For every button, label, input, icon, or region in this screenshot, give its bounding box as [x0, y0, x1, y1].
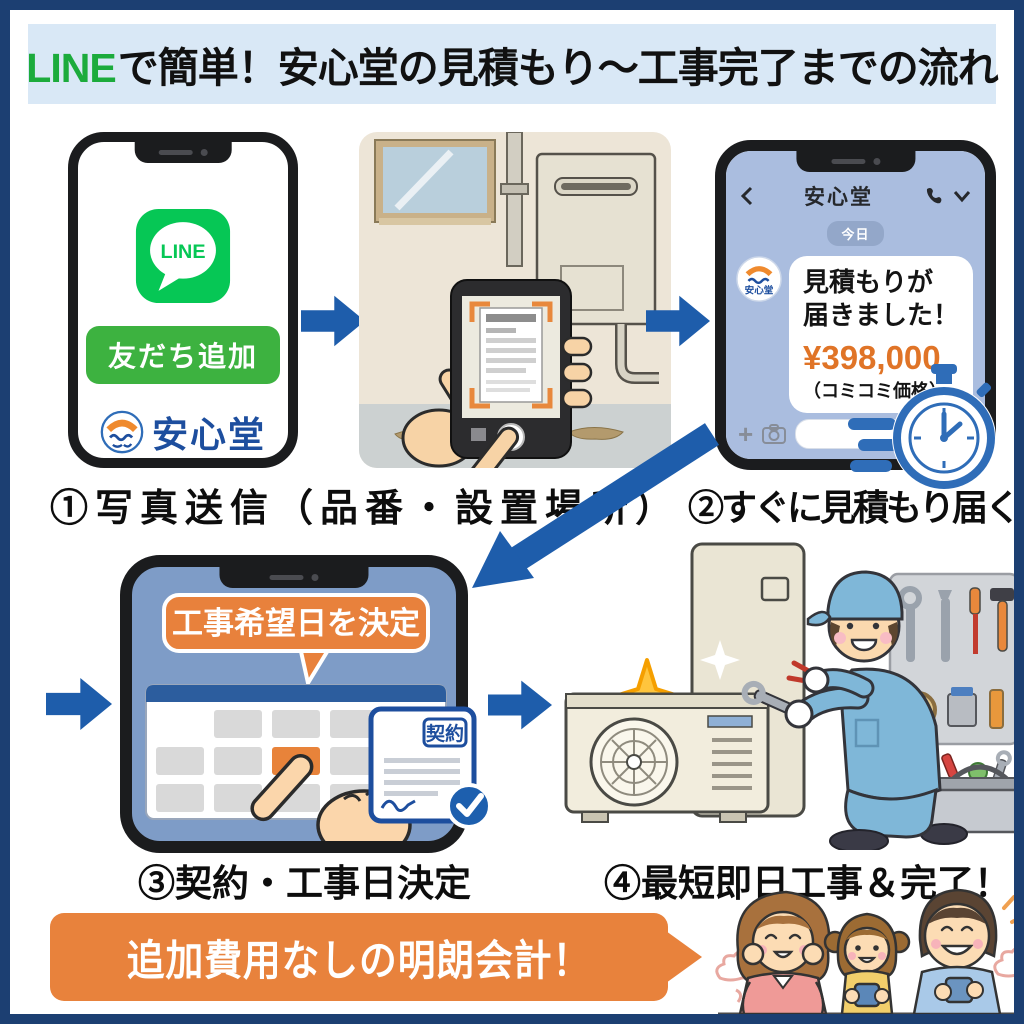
ac-outdoor-unit — [564, 692, 770, 823]
page-title: LINEで簡単！安心堂の見積もり〜工事完了までの流れ — [26, 34, 999, 94]
phone-call-icon — [926, 187, 942, 204]
date-speech-bubble: 工事希望日を決定 — [162, 593, 430, 689]
signature — [380, 799, 416, 812]
joy-dashes — [1002, 895, 1014, 924]
contract-card: 契約 — [368, 706, 492, 829]
svg-text:LINE: LINE — [161, 241, 206, 263]
wall-pipe — [500, 132, 529, 267]
no-extra-cost-banner: 追加費用なしの明朗会計！ — [50, 913, 668, 1001]
message-line2: 届きました！ — [803, 299, 960, 330]
worker-figure — [741, 570, 968, 850]
installation-scene — [564, 542, 1014, 850]
happy-family-scene — [715, 888, 1014, 1014]
tool-board — [888, 572, 1014, 746]
price-note: （コミコミ価格） — [803, 381, 947, 402]
check-icon — [446, 783, 492, 829]
arrow-diagonal-icon — [472, 423, 720, 588]
estimate-price: ¥398,000 — [803, 339, 941, 376]
brand-logo: 安心堂 — [100, 406, 266, 458]
phone-notch — [795, 151, 916, 172]
title-rest: で簡単！安心堂の見積もり〜工事完了までの流れ — [117, 45, 999, 91]
arrow-step4-icon — [488, 680, 552, 730]
line-app-icon: LINE — [135, 208, 231, 304]
stopwatch-icon — [848, 364, 996, 490]
phone-notch — [219, 567, 369, 588]
banner-text: 追加費用なしの明朗会計！ — [126, 936, 592, 984]
title-highlight: LINE — [26, 45, 116, 91]
title-bar: LINEで簡単！安心堂の見積もり〜工事完了までの流れ — [26, 24, 999, 104]
caption-step2: ②すぐに見積もり届く — [688, 487, 1019, 528]
window — [374, 139, 496, 225]
arrow-step3-icon — [46, 677, 112, 731]
caption-step3: ③契約・工事日決定 — [138, 863, 471, 904]
camera-icon — [762, 424, 787, 444]
photo-capture-illustration — [359, 132, 671, 468]
chest-pocket — [854, 718, 880, 748]
add-friend-button: 友だち追加 — [85, 326, 280, 384]
message-row: 安心堂 見積もりが 届きました！ ¥398,000 （コミコミ価格） — [726, 246, 985, 413]
svg-text:安心堂: 安心堂 — [745, 284, 774, 296]
child-figure — [823, 912, 911, 1014]
father-figure — [912, 888, 1002, 1014]
mother-figure — [736, 890, 831, 1014]
anshindo-mascot-icon — [100, 410, 144, 454]
scan-brackets — [469, 301, 553, 409]
grip-fingers — [561, 336, 593, 409]
gallery-thumb — [471, 428, 486, 441]
back-icon — [740, 186, 753, 206]
line-phone: LINE 友だち追加 安心堂 — [68, 132, 298, 468]
line-phone-screen: LINE 友だち追加 安心堂 — [78, 142, 288, 458]
chevron-down-icon — [953, 191, 971, 203]
date-badge: 今日 — [827, 221, 884, 246]
photo-capture-panel — [359, 132, 671, 468]
pointing-finger — [463, 426, 520, 468]
plus-icon: + — [738, 419, 754, 449]
estimate-message-bubble: 見積もりが 届きました！ ¥398,000 （コミコミ価格） — [789, 256, 974, 413]
chat-header: 安心堂 — [726, 151, 985, 215]
toolbox — [918, 750, 1014, 834]
chat-title: 安心堂 — [804, 186, 873, 209]
chat-avatar-icon: 安心堂 — [736, 256, 782, 302]
message-line1: 見積もりが — [803, 267, 934, 297]
spec-label — [479, 307, 543, 403]
svg-text:工事希望日を決定: 工事希望日を決定 — [172, 606, 420, 641]
arrow-step1-icon — [301, 295, 365, 347]
contract-label: 契約 — [425, 722, 464, 745]
phone-notch — [134, 142, 232, 163]
camera-phone — [401, 279, 593, 468]
brand-name: 安心堂 — [151, 414, 266, 455]
